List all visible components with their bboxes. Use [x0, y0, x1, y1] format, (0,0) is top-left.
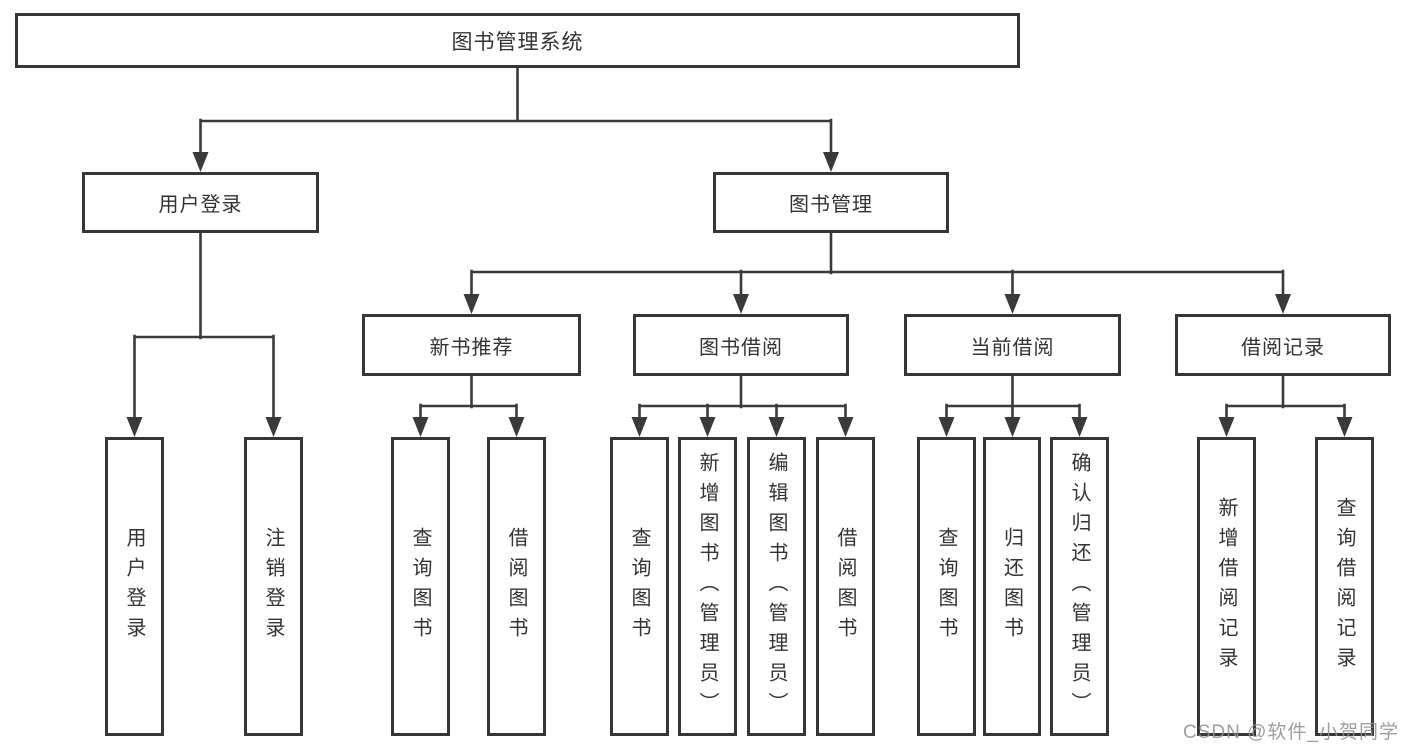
- node-library-system: 图书管理系统: [15, 13, 1020, 68]
- leaf-query-books-recommend: 查询图书: [391, 437, 450, 736]
- node-book-management-branch: 图书管理: [713, 172, 949, 233]
- tree-edges: [133, 65, 1346, 421]
- node-borrow-records: 借阅记录: [1175, 314, 1391, 376]
- leaf-borrow-books-recommend: 借阅图书: [487, 437, 546, 736]
- leaf-add-borrow-record: 新增借阅记录: [1197, 437, 1256, 736]
- node-user-login-branch: 用户登录: [82, 172, 319, 233]
- leaf-return-book: 归还图书: [983, 437, 1041, 736]
- node-current-borrowing: 当前借阅: [904, 314, 1121, 376]
- leaf-query-books-borrow: 查询图书: [610, 437, 669, 736]
- arrow-heads: [126, 152, 1353, 437]
- leaf-borrow-books-borrow: 借阅图书: [816, 437, 875, 736]
- leaf-logout: 注销登录: [244, 437, 303, 736]
- node-new-book-recommend: 新书推荐: [362, 314, 581, 376]
- leaf-query-books-current: 查询图书: [917, 437, 976, 736]
- node-book-borrowing: 图书借阅: [633, 314, 849, 376]
- leaf-user-login: 用户登录: [105, 437, 164, 736]
- leaf-edit-book-admin: 编辑图书（管理员）: [747, 437, 806, 736]
- leaf-query-borrow-record: 查询借阅记录: [1315, 437, 1374, 736]
- leaf-add-book-admin: 新增图书（管理员）: [678, 437, 737, 736]
- leaf-confirm-return-admin: 确认归还（管理员）: [1050, 437, 1109, 736]
- csdn-watermark: CSDN @软件_小贺同学: [1183, 722, 1399, 743]
